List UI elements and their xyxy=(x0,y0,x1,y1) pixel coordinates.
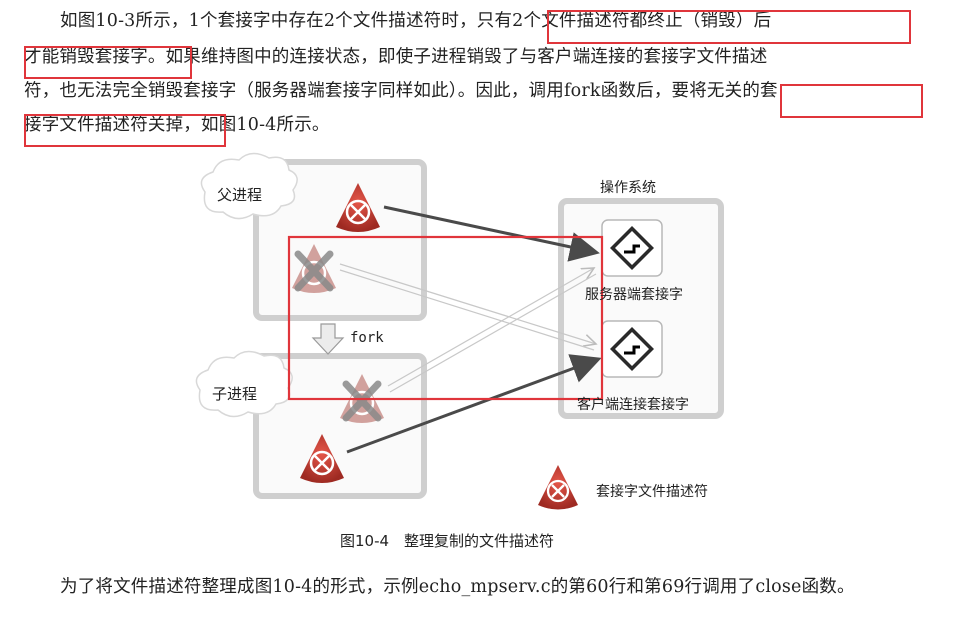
paragraph-1-line-1: 如图10-3所示，1个套接字中存在2个文件描述符时，只有2个文件描述符都终止（销… xyxy=(60,11,772,31)
arrow-child-to-server xyxy=(387,268,597,393)
arrow-parent-to-client xyxy=(339,263,596,351)
paragraph-2-line-1: 为了将文件描述符整理成图10-4的形式，示例echo_mpserv.c的第60行… xyxy=(60,577,855,597)
client-socket-icon xyxy=(601,320,663,378)
child-process-box xyxy=(253,353,427,499)
fork-label: fork xyxy=(350,330,384,346)
highlight-box-figure xyxy=(287,235,604,401)
figure-caption: 图10-4 整理复制的文件描述符 xyxy=(340,532,555,550)
paragraph-1-cont: 才能销毁套接字。如果维持图中的连接状态，即使子进程销毁了与客户端连接的套接字文件… xyxy=(24,40,929,142)
paragraph-1-line-3: 符，也无法完全销毁套接字（服务器端套接字同样如此）。因此，调用fork函数后，要… xyxy=(24,81,778,101)
child-cloud xyxy=(195,350,293,418)
child-client-fd-icon xyxy=(300,434,344,483)
arrow-child-to-client xyxy=(346,354,602,454)
highlight-box-4 xyxy=(24,114,226,147)
highlight-box-1 xyxy=(547,10,911,44)
server-socket-icon xyxy=(601,219,663,277)
parent-server-fd-icon xyxy=(336,183,380,232)
legend-fd-icon xyxy=(538,465,578,510)
fork-arrow xyxy=(311,323,345,355)
server-socket-label: 服务器端套接字 xyxy=(585,287,683,303)
paragraph-1-line-2: 才能销毁套接字。如果维持图中的连接状态，即使子进程销毁了与客户端连接的套接字文件… xyxy=(24,47,768,67)
legend-label: 套接字文件描述符 xyxy=(596,484,708,500)
parent-cloud xyxy=(200,152,298,220)
parent-process-label: 父进程 xyxy=(217,186,263,204)
highlight-box-2 xyxy=(24,46,192,79)
highlight-box-3 xyxy=(780,84,923,118)
arrow-parent-to-server xyxy=(383,205,600,262)
os-label: 操作系统 xyxy=(600,180,656,196)
paragraph-1: 如图10-3所示，1个套接字中存在2个文件描述符时，只有2个文件描述符都终止（销… xyxy=(60,4,940,38)
paragraph-1-line-4: 接字文件描述符关掉，如图10-4所示。 xyxy=(24,115,330,135)
child-process-label: 子进程 xyxy=(212,385,258,403)
parent-client-fd-icon xyxy=(292,244,336,293)
paragraph-2: 为了将文件描述符整理成图10-4的形式，示例echo_mpserv.c的第60行… xyxy=(60,570,940,604)
client-socket-label: 客户端连接套接字 xyxy=(577,397,689,413)
